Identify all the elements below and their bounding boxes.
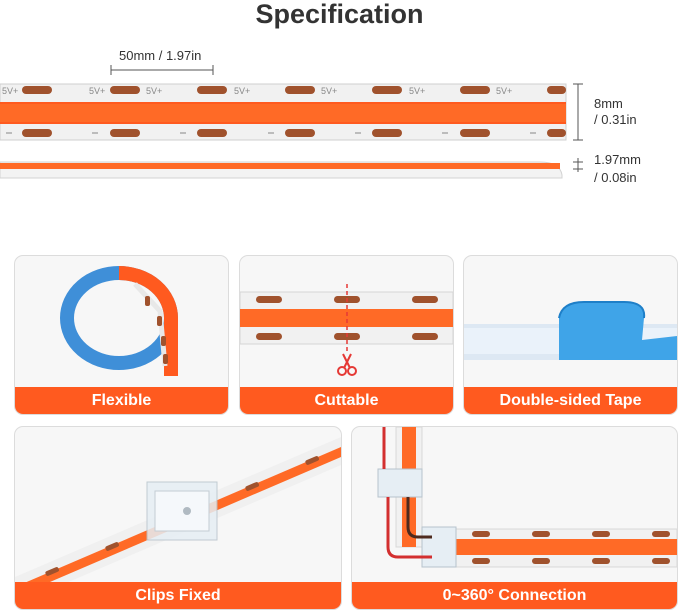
strip-marking: 5V+ — [496, 86, 513, 96]
segment-length-label: 50mm / 1.97in — [119, 48, 202, 63]
page-title: Specification — [255, 0, 424, 29]
feature-label-tape: Double-sided Tape — [464, 387, 677, 414]
cuttable-strip-illustration — [240, 284, 453, 376]
strip-marking: 5V+ — [89, 86, 106, 96]
strip-marking: 5V+ — [409, 86, 426, 96]
strip-marking: 5V+ — [234, 86, 251, 96]
strip-marking: 5V+ — [2, 86, 19, 96]
feature-label-connection: 0~360° Connection — [352, 582, 677, 609]
feature-card-clips: Clips Fixed — [14, 426, 342, 610]
feature-card-cuttable: Cuttable — [239, 255, 454, 415]
led-strip-diagram — [0, 65, 583, 179]
feature-label-clips: Clips Fixed — [15, 582, 341, 609]
feature-card-flexible: Flexible — [14, 255, 229, 415]
connection-illustration — [377, 427, 677, 568]
clips-illustration — [15, 437, 341, 605]
feature-card-connection: 0~360° Connection — [351, 426, 678, 610]
thickness-label-in: / 0.08in — [594, 170, 637, 185]
width-label-mm: 8mm — [594, 96, 623, 111]
tape-illustration — [464, 301, 677, 360]
scissors-icon — [337, 353, 357, 376]
strip-marking: 5V+ — [146, 86, 163, 96]
feature-label-flexible: Flexible — [15, 387, 228, 414]
thickness-label-mm: 1.97mm — [594, 152, 641, 167]
width-label-in: / 0.31in — [594, 112, 637, 127]
feature-card-tape: Double-sided Tape — [463, 255, 678, 415]
flexible-strip-illustration — [60, 266, 178, 376]
feature-label-cuttable: Cuttable — [240, 387, 453, 414]
strip-marking: 5V+ — [321, 86, 338, 96]
